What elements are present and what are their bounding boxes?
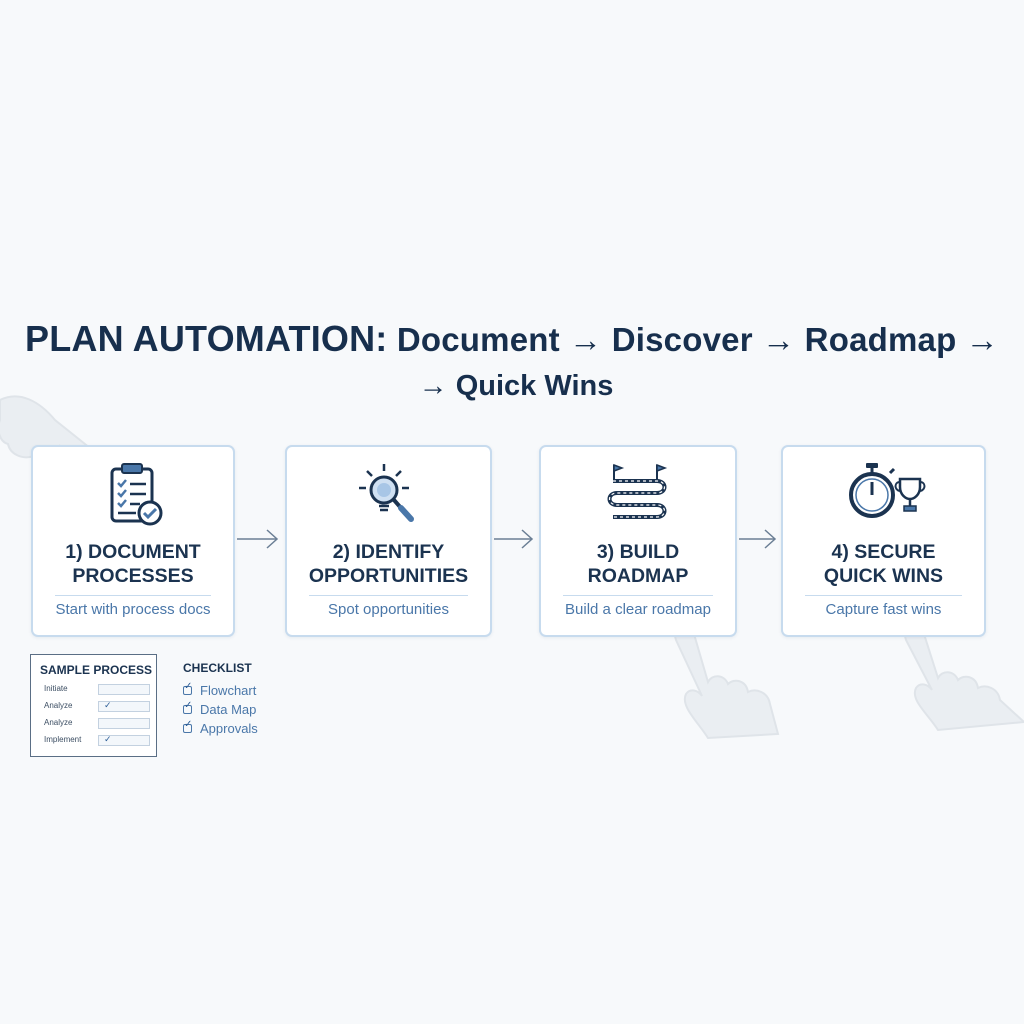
checkbox-checked-icon [183,681,192,695]
checklist-item: Data Map [183,700,258,719]
divider [309,595,468,596]
step-title: 1) DOCUMENT PROCESSES [65,541,201,587]
sample-row-field [98,684,150,695]
step-card-document: 1) DOCUMENT PROCESSES Start with process… [31,445,235,637]
step-subtitle: Start with process docs [55,601,211,618]
magnifier-lightbulb-icon [287,461,490,527]
step-title: 4) SECURE QUICK WINS [823,541,944,587]
arrow-right-icon [237,529,279,549]
sample-row-label: Implement [44,735,82,744]
checkbox-checked-icon [183,700,192,714]
arrow-right-icon [739,529,777,549]
clipboard-checklist-icon [33,461,233,527]
sample-row-label: Analyze [44,701,73,710]
sample-process-row: Analyze ✓ [44,700,154,713]
stopwatch-trophy-icon [783,461,984,527]
step-title: 2) IDENTIFY OPPORTUNITIES [308,541,469,587]
step-subtitle: Build a clear roadmap [565,601,711,618]
sample-process-row: Initiate [44,684,154,696]
checklist-item: Approvals [183,719,258,738]
sample-row-field: ✓ [98,700,150,712]
checklist-item-label: Approvals [200,721,258,736]
step-card-identify: 2) IDENTIFY OPPORTUNITIES Spot opportuni… [285,445,492,637]
pointing-hand-icon [903,624,1024,732]
checklist-item: Flowchart [183,681,258,700]
pointing-hand-icon [673,624,780,740]
step-subtitle: Capture fast wins [825,601,942,618]
check-icon: ✓ [104,700,112,710]
diagram-title: PLAN AUTOMATION: Document → Discover → R… [0,318,1024,403]
sample-process-row: Analyze [44,718,154,730]
step-title: 3) BUILD ROADMAP [587,541,689,587]
title-sequence: Document → Discover → Roadmap → [387,321,1000,358]
check-icon: ✓ [104,734,112,744]
sample-process-row: Implement ✓ [44,734,154,747]
checkbox-checked-icon [183,719,192,733]
checklist-item-label: Data Map [200,702,257,717]
step-subtitle: Spot opportunities [328,601,449,618]
checklist-item-label: Flowchart [200,683,257,698]
divider [563,595,713,596]
sample-process-title: SAMPLE PROCESS [40,663,153,677]
sample-row-label: Initiate [44,684,68,693]
step-card-quick-wins: 4) SECURE QUICK WINS Capture fast wins [781,445,986,637]
divider [805,595,962,596]
arrow-right-icon [494,529,534,549]
sample-row-label: Analyze [44,718,73,727]
sample-row-field: ✓ [98,734,150,746]
checklist-title: CHECKLIST [183,661,252,675]
roadmap-path-icon [541,461,735,527]
sample-row-field [98,718,150,729]
divider [55,595,211,596]
checklist: CHECKLIST Flowchart Data Map Approvals [183,661,258,738]
title-continuation: → Quick Wins [418,370,614,402]
sample-process-panel: SAMPLE PROCESS Initiate Analyze ✓ Analyz… [30,654,157,757]
title-emphasis: PLAN AUTOMATION: [24,318,388,359]
step-card-roadmap: 3) BUILD ROADMAP Build a clear roadmap [539,445,737,637]
